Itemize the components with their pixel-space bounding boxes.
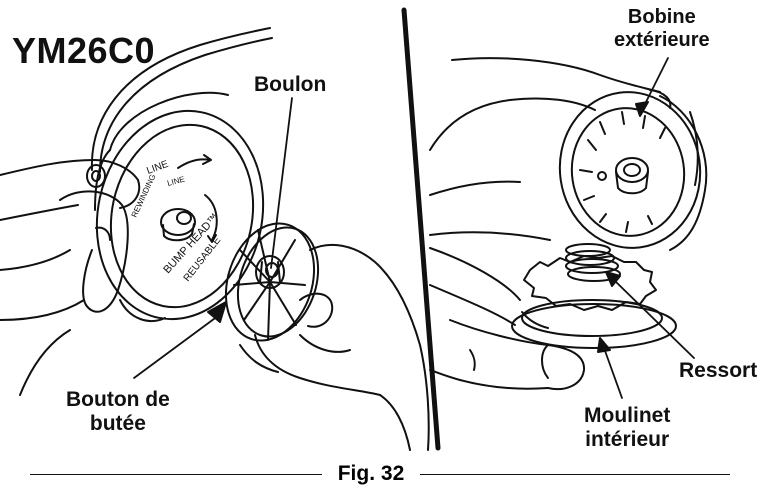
leader-bouton bbox=[134, 313, 222, 378]
label-bobine-line1: Bobine bbox=[614, 6, 710, 29]
left-panel-drawing: LINE LINE REWINDING BUMP HEAD™ REUSABLE bbox=[0, 28, 429, 450]
label-moulinet-line1: Moulinet bbox=[584, 404, 670, 428]
model-number: YM26C0 bbox=[12, 30, 155, 71]
right-panel-drawing bbox=[430, 58, 710, 398]
arrow-bobine bbox=[636, 102, 648, 116]
upper-hand bbox=[430, 58, 670, 240]
label-ressort: Ressort bbox=[679, 359, 757, 383]
caption-text: Fig. 32 bbox=[322, 462, 420, 486]
leader-moulinet bbox=[604, 348, 622, 398]
outer-spool bbox=[550, 83, 710, 257]
label-bobine-line2: extérieure bbox=[614, 29, 710, 52]
figure-caption: Fig. 32 bbox=[0, 462, 771, 488]
arrow-moulinet bbox=[598, 338, 610, 352]
label-bobine-exterieure: Bobine extérieure bbox=[614, 6, 710, 52]
spool-text-line-small: LINE bbox=[166, 175, 186, 188]
lower-hand bbox=[430, 248, 584, 389]
arrow-bouton bbox=[208, 302, 226, 322]
caption-rule-left bbox=[30, 474, 322, 475]
spool-text-rewinding: REWINDING bbox=[130, 173, 158, 219]
bump-knob bbox=[212, 212, 332, 352]
left-hand bbox=[0, 160, 139, 395]
label-boulon: Boulon bbox=[254, 73, 326, 97]
label-moulinet-interieur: Moulinet intérieur bbox=[584, 404, 670, 452]
panel-divider bbox=[404, 10, 438, 448]
label-bouton-line1: Bouton de bbox=[66, 388, 170, 412]
caption-rule-right bbox=[420, 474, 730, 475]
inner-reel bbox=[512, 256, 676, 348]
label-moulinet-line2: intérieur bbox=[584, 428, 670, 452]
label-bouton-line2: butée bbox=[66, 412, 170, 436]
leader-boulon bbox=[271, 98, 292, 268]
label-bouton-de-butee: Bouton de butée bbox=[66, 388, 170, 436]
